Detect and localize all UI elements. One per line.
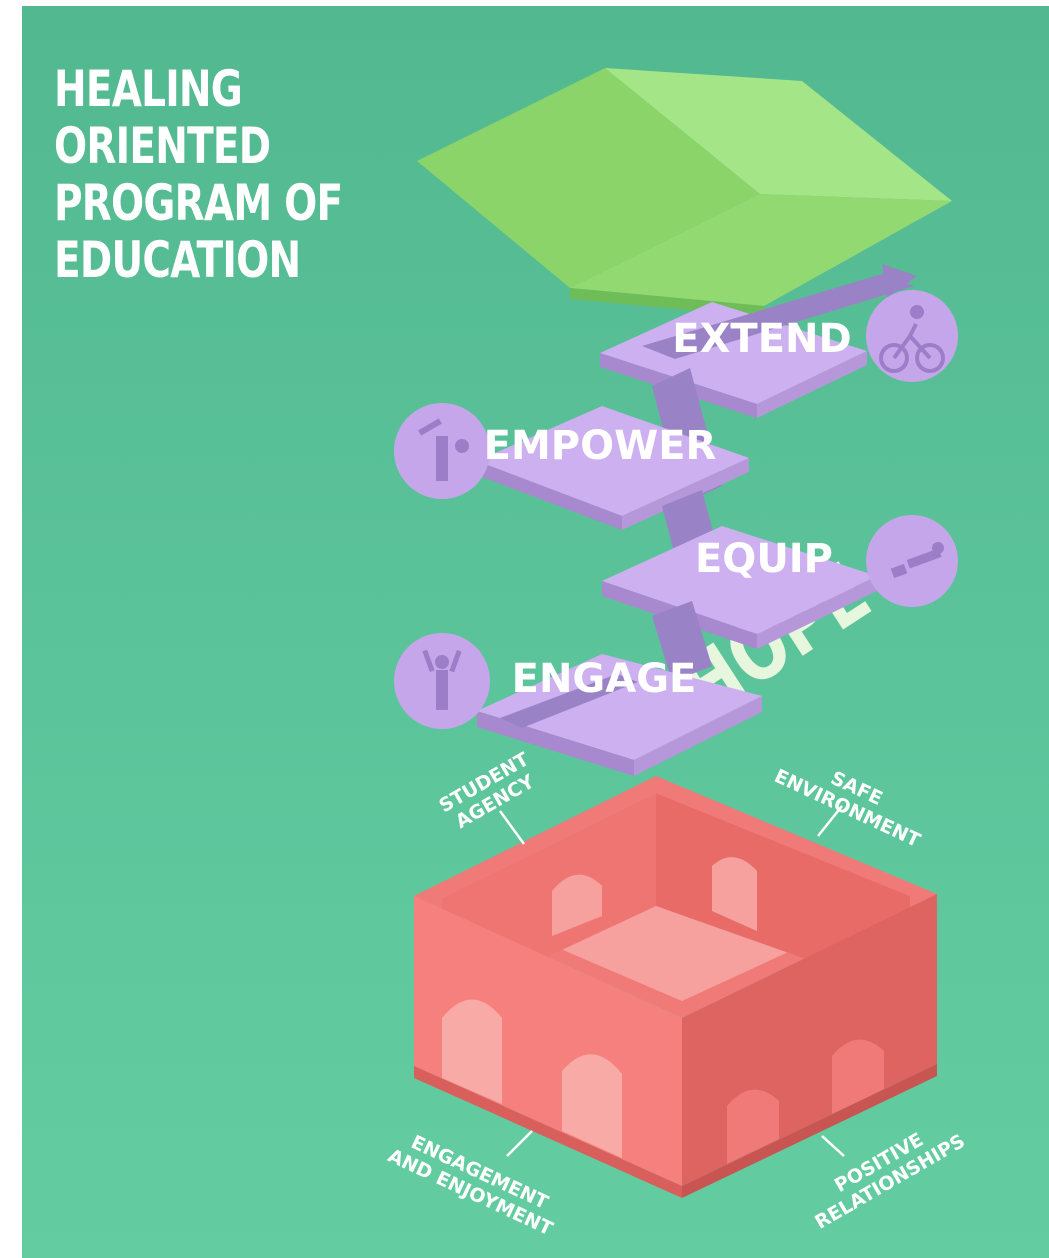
arrow-head xyxy=(882,264,917,298)
callout-line xyxy=(498,810,526,845)
foundation-box xyxy=(414,776,937,1198)
foundation-base-right xyxy=(682,1064,937,1198)
stairs-lower xyxy=(652,601,712,682)
title-line-4: EDUCATION xyxy=(54,231,301,289)
step-label-extend: EXTEND xyxy=(672,316,851,362)
cyclist-icon xyxy=(879,305,945,373)
callout-line xyxy=(821,1135,845,1157)
roof-front-face xyxy=(570,194,952,306)
engage-platform-side xyxy=(477,711,634,776)
equip-platform xyxy=(602,526,877,634)
extend-platform xyxy=(600,302,867,404)
step-label-equip: EQUIP xyxy=(695,536,833,582)
engage-platform xyxy=(477,654,762,760)
step-label-empower: EMPOWER xyxy=(484,423,717,469)
poster-background: HEALING ORIENTED PROGRAM OF EDUCATION HO… xyxy=(22,6,1049,1258)
foundation-base-left xyxy=(414,1066,682,1198)
callout-line xyxy=(506,1130,533,1157)
title-line-3: PROGRAM OF xyxy=(54,174,343,232)
roof-left-slope xyxy=(417,68,760,288)
step-labels: EXTEND EMPOWER EQUIP ENGAGE xyxy=(484,316,852,702)
step-label-engage: ENGAGE xyxy=(512,656,697,702)
reading-person-icon xyxy=(890,542,944,579)
handstand-person-icon xyxy=(418,418,469,481)
front-arch xyxy=(442,999,502,1104)
inner-arch xyxy=(712,857,757,931)
equip-platform-side-right xyxy=(757,576,877,649)
empower-platform-side xyxy=(477,461,622,530)
hope-model-illustration: HOPE xyxy=(385,68,969,1240)
extend-path-arrow xyxy=(642,274,914,359)
empower-platform-side-right xyxy=(622,458,749,530)
inner-arch xyxy=(552,874,602,936)
engage-platform-side-right xyxy=(634,696,762,776)
front-arch xyxy=(562,1054,622,1158)
staircase xyxy=(477,264,917,776)
title-line-2: ORIENTED xyxy=(54,117,271,175)
front-arch xyxy=(832,1039,884,1114)
step-icons xyxy=(394,290,958,729)
title-line-1: HEALING xyxy=(54,60,243,118)
extend-platform-side-right xyxy=(757,351,867,418)
roof-right-slope xyxy=(605,68,952,201)
empower-platform xyxy=(477,406,749,516)
callout-line xyxy=(817,805,843,837)
front-arch xyxy=(727,1089,779,1164)
engage-path xyxy=(500,674,638,728)
callout-lines xyxy=(498,805,845,1157)
arms-raised-person-icon xyxy=(422,649,462,710)
